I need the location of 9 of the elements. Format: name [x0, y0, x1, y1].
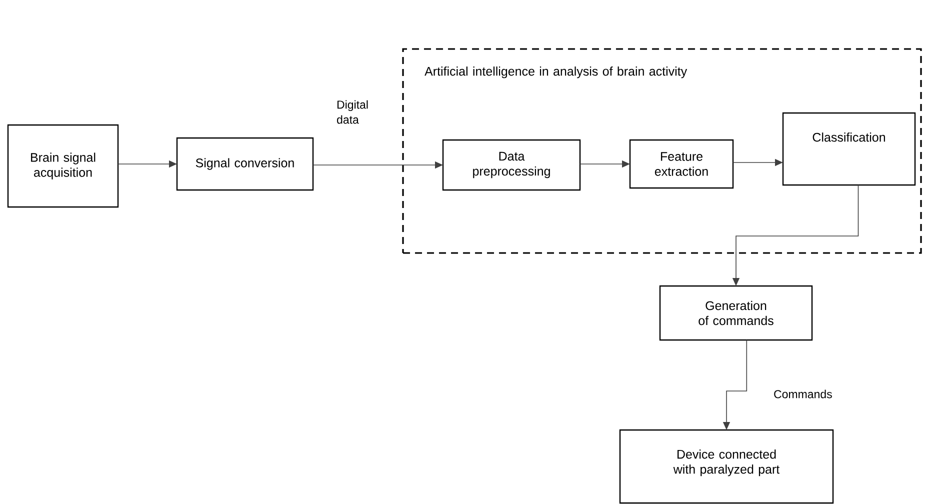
edge-label: Digital data	[337, 100, 368, 124]
process-box: Data preprocessing	[442, 139, 581, 191]
process-box: Signal conversion	[176, 137, 314, 191]
process-box: Feature extraction	[629, 139, 734, 189]
process-box: Brain signal acquisition	[7, 124, 119, 208]
edge-label: Commands	[774, 390, 832, 398]
process-box: Device connected with paralyzed part	[619, 429, 834, 504]
process-box: Generation of commands	[659, 285, 813, 341]
process-box: Classification	[782, 112, 916, 186]
